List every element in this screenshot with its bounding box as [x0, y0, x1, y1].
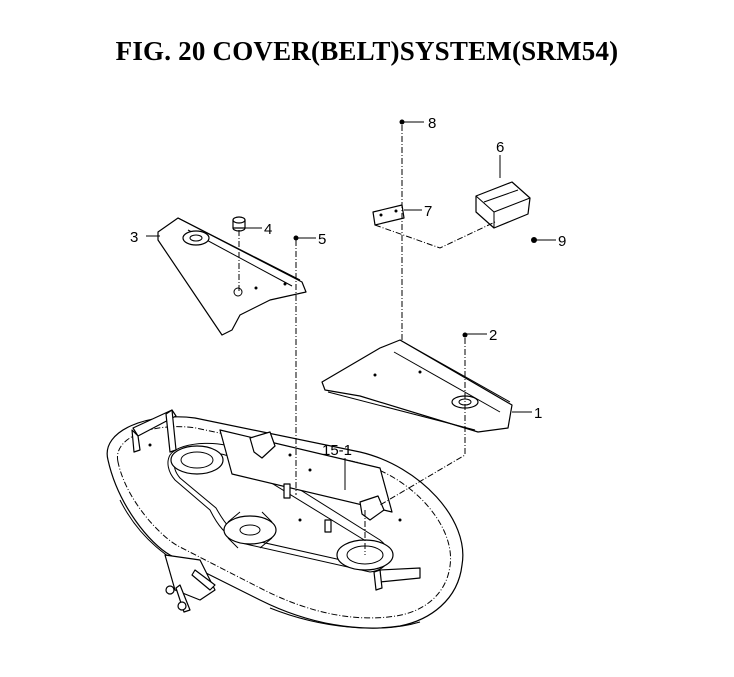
figure-title: FIG. 20 COVER(BELT)SYSTEM(SRM54) — [115, 36, 619, 66]
assembly-lines — [238, 125, 496, 555]
callout-5: 5 — [318, 231, 326, 248]
callout-labels: 8 6 7 9 3 4 5 2 1 15-1 — [130, 115, 566, 459]
callout-2: 2 — [489, 327, 497, 344]
knob-part-4 — [232, 216, 246, 232]
bracket-part-6 — [475, 181, 531, 229]
callout-15-1: 15-1 — [322, 442, 352, 459]
callout-1: 1 — [534, 405, 542, 422]
callout-8: 8 — [428, 115, 436, 132]
leader-lines — [146, 121, 556, 490]
bolt-parts — [293, 119, 537, 338]
bracket-part-7 — [372, 204, 405, 226]
callout-7: 7 — [424, 203, 432, 220]
callout-4: 4 — [264, 221, 272, 238]
cover-left-part-3 — [157, 217, 307, 336]
callout-6: 6 — [496, 139, 504, 156]
callout-9: 9 — [558, 233, 566, 250]
mower-deck — [106, 409, 464, 629]
cover-center-part-1 — [321, 339, 513, 433]
callout-3: 3 — [130, 229, 138, 246]
